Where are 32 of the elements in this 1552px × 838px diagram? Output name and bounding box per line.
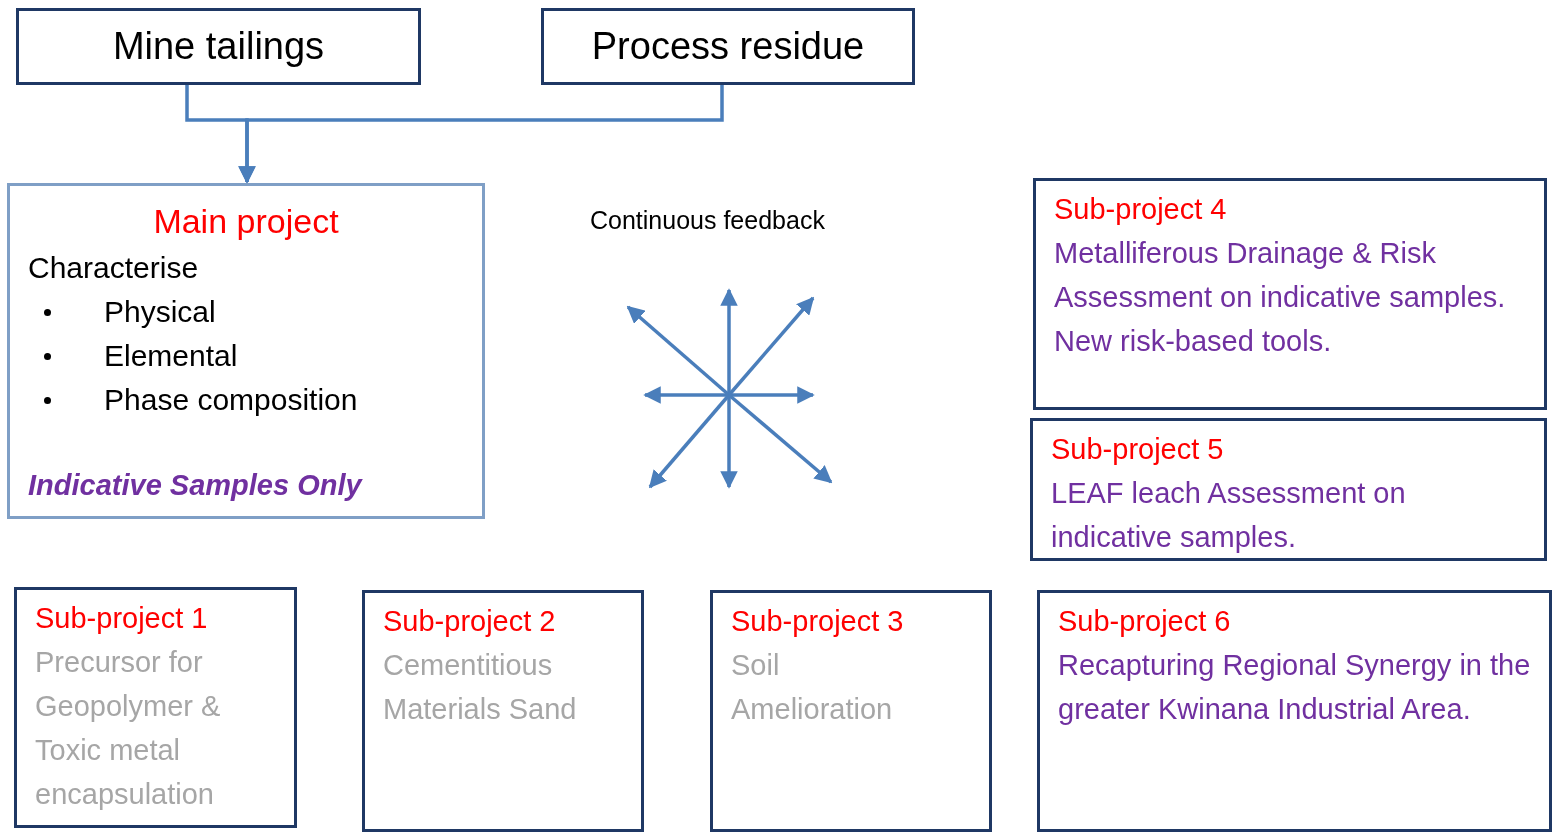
- body-text: Metalliferous Drainage & Risk Assessment on indicative samples.: [1054, 236, 1507, 315]
- body-text: LEAF leach Assessment on indicative samples.: [1051, 476, 1407, 555]
- box-title: Main project: [152, 201, 340, 242]
- source-box: [16, 8, 421, 85]
- box-title: Sub-project 4: [1054, 192, 1228, 227]
- body-text: Soil Amelioration: [731, 648, 894, 727]
- box-title: Sub-project 6: [1058, 604, 1232, 639]
- bullet-item: Phase composition: [46, 378, 482, 422]
- body-text: Cementitious Materials Sand: [383, 648, 578, 727]
- subproject-box: [1030, 418, 1547, 561]
- box-title: Process residue: [591, 25, 865, 68]
- box-title: Sub-project 3: [731, 604, 905, 639]
- box-title: Mine tailings: [112, 25, 325, 68]
- subproject-box: [1037, 590, 1552, 832]
- subproject-box: [710, 590, 992, 832]
- note-text: Indicative Samples Only: [28, 469, 362, 502]
- box-title: Sub-project 2: [383, 604, 557, 639]
- bullet-item: Physical: [46, 290, 482, 334]
- bullet-item: Elemental: [46, 334, 482, 378]
- subproject-box: [1033, 178, 1547, 410]
- body-text: Characterise: [28, 250, 200, 286]
- subproject-box: [14, 587, 297, 828]
- project-box: [7, 183, 485, 519]
- annotation-text: Continuous feedback: [590, 206, 825, 235]
- source-box: [541, 8, 915, 85]
- box-title: Sub-project 5: [1051, 432, 1225, 467]
- body-text: Precursor for Geopolymer & Toxic metal encapsulation: [35, 645, 222, 812]
- box-title: Sub-project 1: [35, 601, 209, 636]
- body-text: New risk-based tools.: [1054, 324, 1333, 359]
- body-text: Recapturing Regional Synergy in the greater Kwinana Industrial Area.: [1058, 648, 1532, 727]
- subproject-box: [362, 590, 644, 832]
- connector-arrow: [238, 85, 724, 184]
